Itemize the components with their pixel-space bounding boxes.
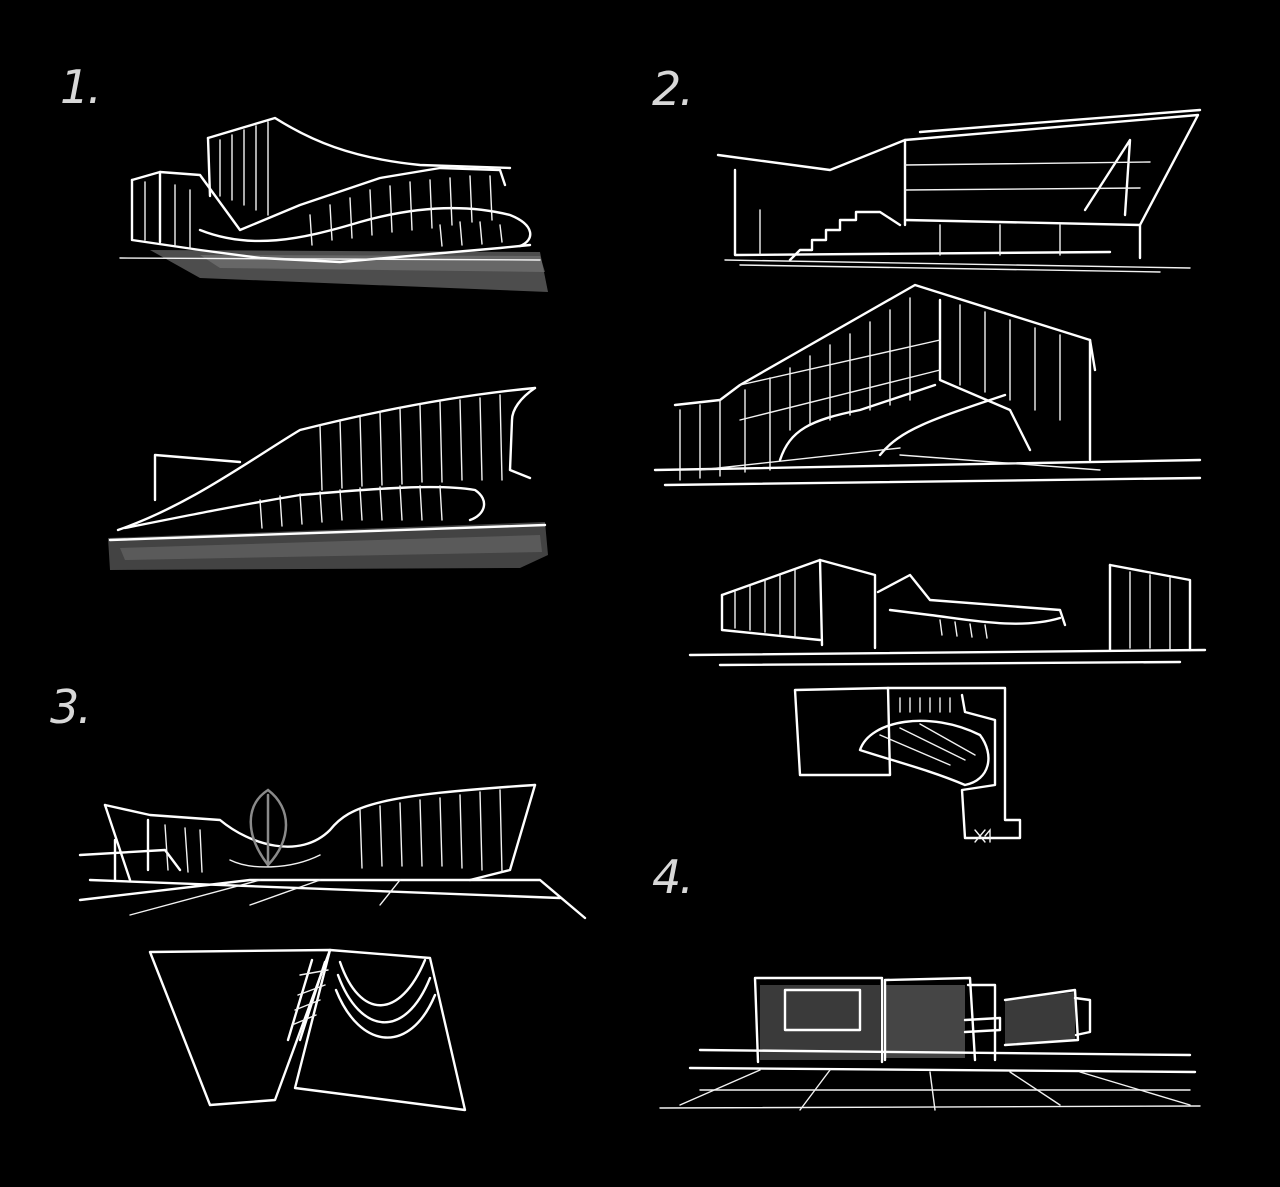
- sketch-4-boxes: [659, 976, 1201, 1111]
- sketch-1b-sloped-building: [108, 386, 548, 570]
- sketch-3b-v-diagram: [148, 948, 467, 1112]
- section-number-1: 1.: [60, 60, 102, 114]
- sketch-2b-perspective: [653, 283, 1202, 487]
- sketch-2c-pavilion: [688, 558, 1207, 667]
- section-number-4: 4.: [652, 850, 694, 904]
- sketch-2d-plan: [793, 686, 1022, 843]
- sketch-2a-box-stairs: [716, 108, 1202, 273]
- sketch-1a-wave-building: [119, 116, 548, 292]
- section-number-2: 2.: [652, 62, 694, 116]
- section-number-3: 3.: [50, 680, 92, 734]
- sketch-3a-leaf-building: [78, 783, 587, 920]
